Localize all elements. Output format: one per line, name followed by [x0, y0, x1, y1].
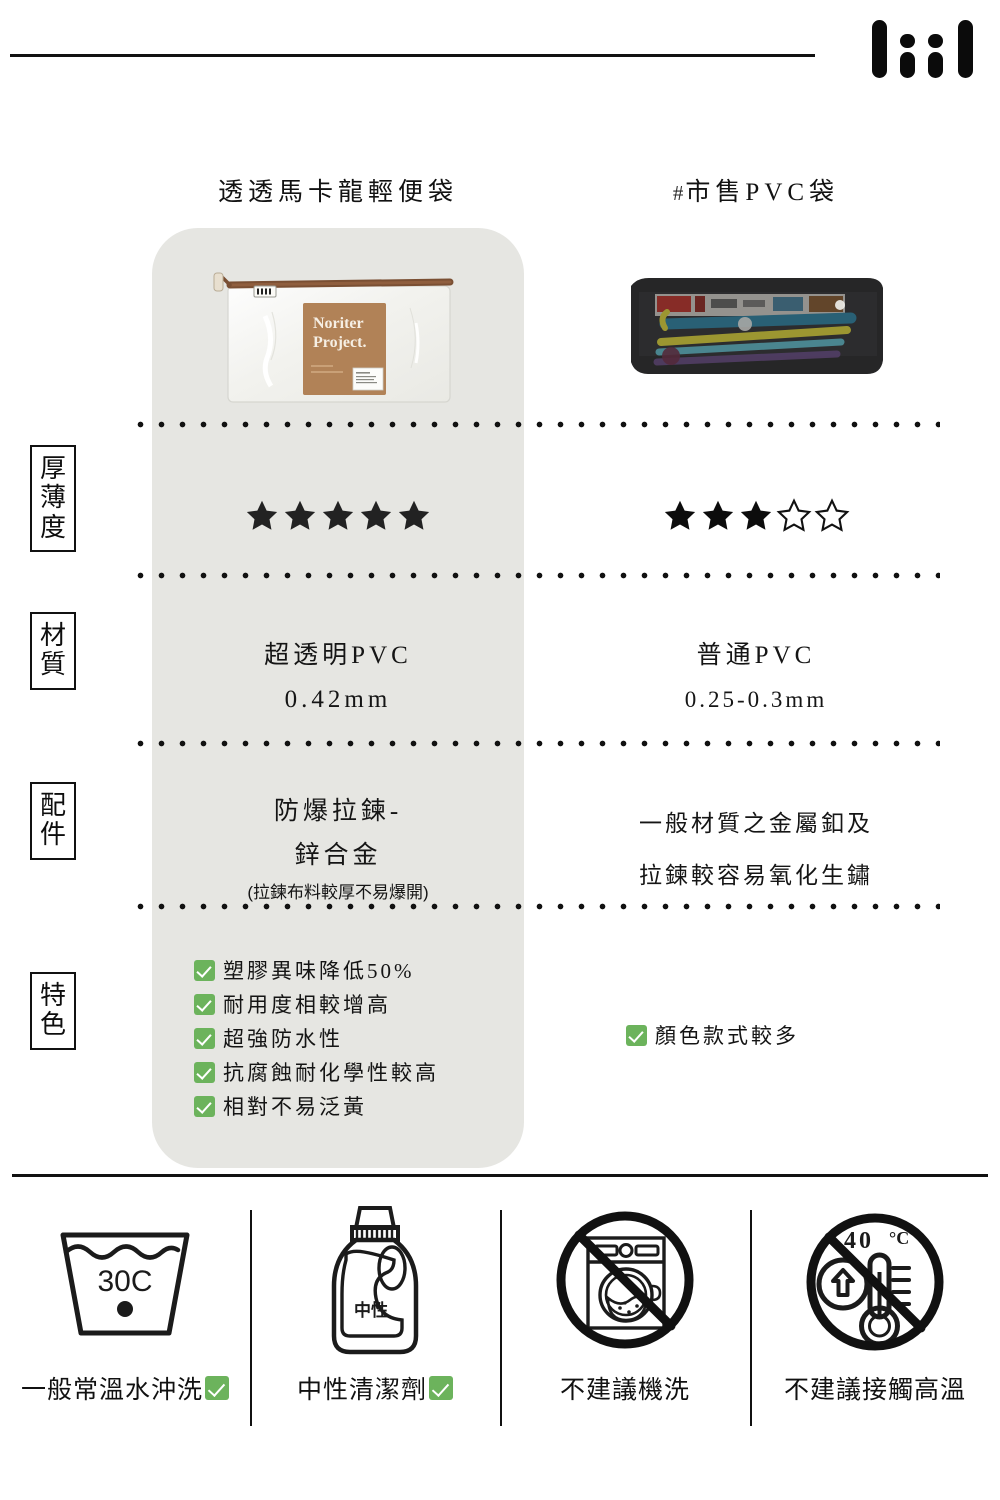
cell-accessories-competitor: 一般材質之金屬釦及 拉鍊較容易氧化生鏽 [566, 798, 946, 902]
feature-text: 相對不易泛黃 [223, 1095, 367, 1119]
row-label-char: 件 [39, 819, 66, 850]
feature-list-product: 塑膠異味降低50% 耐用度相較增高 超強防水性 抗腐蝕耐化學性較高 相對不易泛黃 [152, 953, 524, 1123]
svg-text:Noriter: Noriter [313, 315, 364, 332]
care-label-text: 不建議接觸高溫 [783, 1376, 966, 1404]
feature-list-competitor: 顏色款式較多 [566, 1018, 946, 1052]
column-headings: 透透馬卡龍輕便袋 #市售PVC袋 [0, 172, 1000, 216]
row-label-features: 特 色 [30, 972, 76, 1050]
neutral-detergent-bottle-icon: 中性 [310, 1196, 440, 1364]
no-high-temperature-icon: 40 °C [795, 1196, 955, 1364]
row-label-char: 特 [39, 980, 66, 1010]
no-machine-wash-icon [545, 1196, 705, 1364]
feature-text: 顏色款式較多 [655, 1024, 799, 1048]
column-heading-product: 透透馬卡龍輕便袋 [217, 179, 458, 206]
feature-text: 超強防水性 [223, 1027, 343, 1051]
column-heading-competitor: #市售PVC袋 [566, 172, 946, 208]
cell-material-competitor: 普通PVC 0.25-0.3mm [566, 634, 946, 722]
liil-wordmark-icon [870, 18, 978, 80]
care-item-no-high-temperature: 40 °C 不建議接觸高溫 [750, 1196, 1000, 1446]
feature-text: 耐用度相較增高 [223, 993, 391, 1017]
feature-text: 抗腐蝕耐化學性較高 [223, 1061, 439, 1085]
list-item: 耐用度相較增高 [194, 987, 524, 1021]
check-icon [194, 1027, 215, 1049]
care-item-no-machine-wash: 不建議機洗 [500, 1196, 750, 1446]
row-label-accessories: 配 件 [30, 782, 76, 860]
detergent-bottle-text: 中性 [354, 1300, 388, 1320]
star-rating-competitor [566, 498, 946, 534]
material-product-line1: 超透明PVC [264, 642, 412, 669]
temperature-unit-text: °C [889, 1228, 909, 1248]
row-label-char: 材 [39, 620, 66, 650]
accessories-competitor-line1: 一般材質之金屬釦及 [639, 811, 873, 836]
row-label-thickness: 厚 薄 度 [30, 445, 76, 553]
care-label-text: 中性清潔劑 [296, 1376, 427, 1404]
care-item-neutral-detergent: 中性 中性清潔劑 [250, 1196, 500, 1446]
cell-accessories-product: 防爆拉鍊- 鋅合金 (拉鍊布料較厚不易爆開) [152, 790, 524, 908]
row-label-char: 薄 [39, 482, 66, 513]
row-label-char: 厚 [39, 453, 66, 483]
care-section-divider [12, 1174, 988, 1177]
care-item-hand-wash: 30C 一般常溫水沖洗 [0, 1196, 250, 1446]
check-icon [194, 1061, 215, 1083]
care-label-no-machine-wash: 不建議機洗 [560, 1370, 690, 1406]
svg-text:Project.: Project. [313, 334, 366, 351]
row-divider-2 [130, 572, 940, 579]
care-label-no-high-temperature: 不建議接觸高溫 [784, 1370, 966, 1406]
row-label-char: 質 [39, 649, 66, 680]
care-label-hand-wash: 一般常溫水沖洗 [21, 1370, 229, 1406]
cell-features-competitor: 顏色款式較多 [566, 1018, 946, 1052]
accessories-product-line2: 鋅合金 [294, 842, 382, 869]
competitor-photo-pencil-case [625, 272, 890, 382]
list-item: 抗腐蝕耐化學性較高 [194, 1055, 524, 1089]
row-divider-1 [130, 421, 940, 428]
care-label-text: 一般常溫水沖洗 [20, 1376, 203, 1404]
care-label-neutral-detergent: 中性清潔劑 [297, 1370, 453, 1406]
competitor-heading-text: 市售PVC袋 [685, 179, 840, 206]
accessories-product-note: (拉鍊布料較厚不易爆開) [247, 883, 429, 902]
list-item: 超強防水性 [194, 1021, 524, 1055]
material-competitor-line2: 0.25-0.3mm [684, 687, 828, 712]
material-competitor-line1: 普通PVC [696, 642, 816, 669]
wash-temperature-text: 30C [97, 1265, 152, 1298]
row-label-char: 配 [39, 790, 66, 820]
row-divider-4 [130, 903, 940, 910]
accessories-product-line1: 防爆拉鍊- [273, 798, 403, 825]
check-icon [626, 1024, 647, 1046]
check-icon [194, 959, 215, 981]
list-item: 顏色款式較多 [626, 1018, 946, 1052]
row-label-material: 材 質 [30, 612, 76, 690]
feature-text: 塑膠異味降低50% [223, 959, 415, 983]
list-item: 相對不易泛黃 [194, 1089, 524, 1123]
check-icon [205, 1376, 229, 1400]
cell-features-product: 塑膠異味降低50% 耐用度相較增高 超強防水性 抗腐蝕耐化學性較高 相對不易泛黃 [152, 953, 524, 1123]
row-label-char: 色 [39, 1009, 66, 1040]
temperature-value-text: 40 [844, 1228, 874, 1254]
cell-thickness-product [152, 498, 524, 534]
row-divider-3 [130, 740, 940, 747]
material-product-line2: 0.42mm [284, 686, 392, 713]
row-label-char: 度 [39, 511, 66, 542]
product-photo-clear-pouch: Noriter Project. [210, 268, 465, 408]
accessories-competitor-line2: 拉鍊較容易氧化生鏽 [639, 863, 873, 888]
page-header [0, 0, 1000, 110]
wash-tub-30c-icon: 30C [41, 1196, 209, 1364]
check-icon [194, 1095, 215, 1117]
cell-material-product: 超透明PVC 0.42mm [152, 634, 524, 722]
list-item: 塑膠異味降低50% [194, 953, 524, 987]
star-rating-product [152, 498, 524, 534]
check-icon [194, 993, 215, 1015]
care-instructions-row: 30C 一般常溫水沖洗 中性 [0, 1196, 1000, 1446]
hashtag-prefix: # [672, 181, 686, 205]
cell-thickness-competitor [566, 498, 946, 534]
header-divider-rule [10, 54, 815, 57]
care-label-text: 不建議機洗 [559, 1376, 690, 1404]
check-icon [429, 1376, 453, 1400]
